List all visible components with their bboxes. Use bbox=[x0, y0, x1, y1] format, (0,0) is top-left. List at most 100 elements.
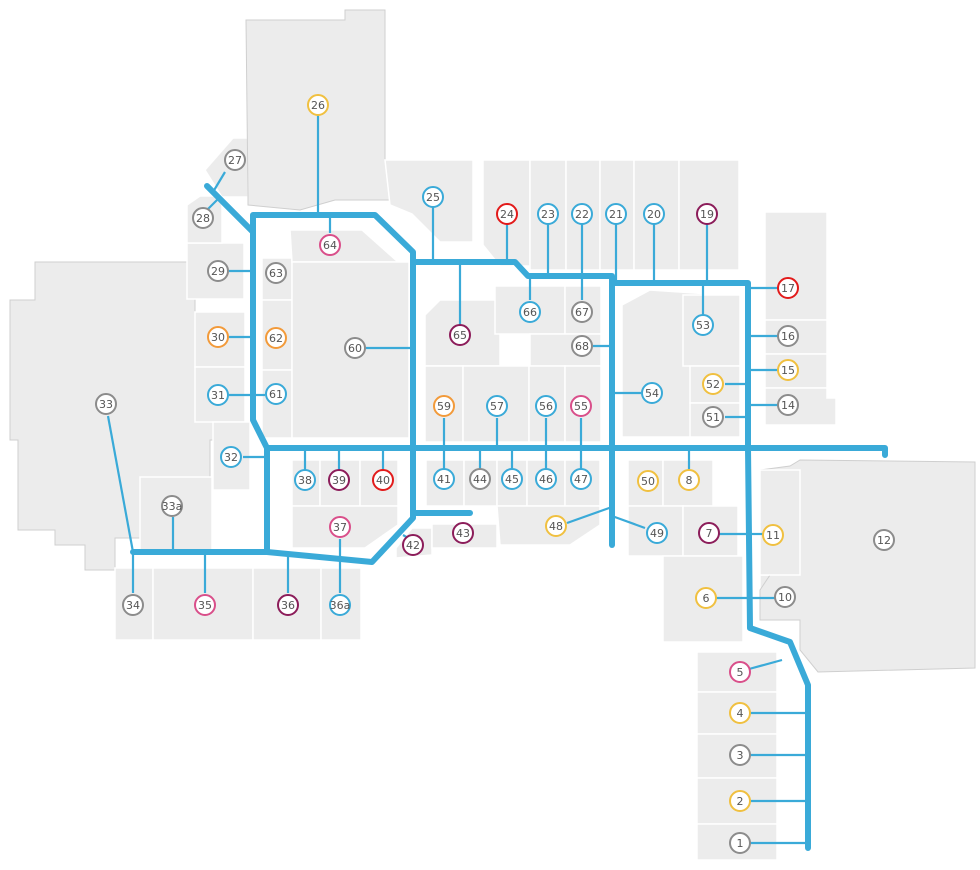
store-marker-28[interactable]: 28 bbox=[192, 207, 214, 229]
connector-48 bbox=[566, 505, 613, 525]
store-marker-33a[interactable]: 33a bbox=[161, 495, 183, 517]
store-marker-14[interactable]: 14 bbox=[777, 394, 799, 416]
store-number: 7 bbox=[706, 527, 713, 540]
store-number: 64 bbox=[323, 239, 337, 252]
store-marker-16[interactable]: 16 bbox=[777, 325, 799, 347]
store-marker-12[interactable]: 12 bbox=[873, 529, 895, 551]
store-unit-64 bbox=[289, 229, 400, 263]
store-marker-ring bbox=[696, 203, 718, 225]
store-marker-64[interactable]: 64 bbox=[319, 234, 341, 256]
store-marker-24[interactable]: 24 bbox=[496, 203, 518, 225]
store-marker-68[interactable]: 68 bbox=[571, 335, 593, 357]
store-marker-38[interactable]: 38 bbox=[294, 469, 316, 491]
store-marker-61[interactable]: 61 bbox=[265, 383, 287, 405]
store-unit-17 bbox=[764, 211, 828, 321]
store-marker-45[interactable]: 45 bbox=[501, 468, 523, 490]
store-marker-49[interactable]: 49 bbox=[646, 522, 668, 544]
store-marker-21[interactable]: 21 bbox=[605, 203, 627, 225]
store-marker-43[interactable]: 43 bbox=[452, 522, 474, 544]
store-marker-53[interactable]: 53 bbox=[692, 314, 714, 336]
store-marker-ring bbox=[207, 326, 229, 348]
walkway-south-west bbox=[130, 445, 416, 565]
store-marker-ring bbox=[777, 325, 799, 347]
store-marker-26[interactable]: 26 bbox=[307, 94, 329, 116]
store-marker-65[interactable]: 65 bbox=[449, 324, 471, 346]
store-marker-39[interactable]: 39 bbox=[328, 469, 350, 491]
store-marker-36[interactable]: 36 bbox=[277, 594, 299, 616]
store-number: 36a bbox=[330, 599, 351, 612]
store-marker-55[interactable]: 55 bbox=[570, 395, 592, 417]
store-marker-27[interactable]: 27 bbox=[224, 149, 246, 171]
store-marker-6[interactable]: 6 bbox=[695, 587, 717, 609]
store-marker-ring bbox=[372, 469, 394, 491]
store-marker-11[interactable]: 11 bbox=[762, 524, 784, 546]
store-marker-67[interactable]: 67 bbox=[571, 301, 593, 323]
store-marker-40[interactable]: 40 bbox=[372, 469, 394, 491]
store-marker-30[interactable]: 30 bbox=[207, 326, 229, 348]
store-marker-32[interactable]: 32 bbox=[220, 446, 242, 468]
store-marker-42[interactable]: 42 bbox=[402, 534, 424, 556]
store-marker-1[interactable]: 1 bbox=[729, 832, 751, 854]
store-marker-25[interactable]: 25 bbox=[422, 186, 444, 208]
store-marker-19[interactable]: 19 bbox=[696, 203, 718, 225]
store-marker-ring bbox=[729, 702, 751, 724]
walkway-east-south bbox=[745, 445, 811, 851]
store-marker-7[interactable]: 7 bbox=[698, 522, 720, 544]
store-marker-8[interactable]: 8 bbox=[678, 469, 700, 491]
store-marker-ring bbox=[501, 468, 523, 490]
store-marker-ring bbox=[122, 594, 144, 616]
store-marker-15[interactable]: 15 bbox=[777, 359, 799, 381]
walkway-north-central bbox=[410, 259, 615, 451]
store-marker-57[interactable]: 57 bbox=[486, 395, 508, 417]
store-marker-56[interactable]: 56 bbox=[535, 395, 557, 417]
store-marker-66[interactable]: 66 bbox=[519, 301, 541, 323]
store-marker-35[interactable]: 35 bbox=[194, 594, 216, 616]
store-number: 16 bbox=[781, 330, 795, 343]
store-marker-ring bbox=[486, 395, 508, 417]
store-marker-23[interactable]: 23 bbox=[537, 203, 559, 225]
store-number: 21 bbox=[609, 208, 623, 221]
store-marker-50[interactable]: 50 bbox=[637, 470, 659, 492]
store-marker-22[interactable]: 22 bbox=[571, 203, 593, 225]
store-marker-ring bbox=[729, 832, 751, 854]
store-marker-ring bbox=[422, 186, 444, 208]
store-marker-2[interactable]: 2 bbox=[729, 790, 751, 812]
store-marker-48[interactable]: 48 bbox=[545, 515, 567, 537]
store-marker-59[interactable]: 59 bbox=[433, 395, 455, 417]
store-marker-17[interactable]: 17 bbox=[777, 277, 799, 299]
store-marker-29[interactable]: 29 bbox=[207, 260, 229, 282]
store-marker-63[interactable]: 63 bbox=[265, 262, 287, 284]
store-marker-46[interactable]: 46 bbox=[535, 468, 557, 490]
store-marker-51[interactable]: 51 bbox=[702, 406, 724, 428]
store-marker-47[interactable]: 47 bbox=[570, 468, 592, 490]
store-marker-ring bbox=[695, 587, 717, 609]
store-marker-4[interactable]: 4 bbox=[729, 702, 751, 724]
store-marker-ring bbox=[571, 335, 593, 357]
store-number: 22 bbox=[575, 208, 589, 221]
store-marker-20[interactable]: 20 bbox=[643, 203, 665, 225]
store-marker-5[interactable]: 5 bbox=[729, 661, 751, 683]
store-marker-44[interactable]: 44 bbox=[469, 468, 491, 490]
store-number: 4 bbox=[737, 707, 744, 720]
store-number: 5 bbox=[737, 666, 744, 679]
store-marker-34[interactable]: 34 bbox=[122, 594, 144, 616]
store-marker-ring bbox=[328, 469, 350, 491]
store-marker-62[interactable]: 62 bbox=[265, 327, 287, 349]
store-marker-31[interactable]: 31 bbox=[207, 384, 229, 406]
store-number: 30 bbox=[211, 331, 225, 344]
store-marker-52[interactable]: 52 bbox=[702, 373, 724, 395]
store-marker-ring bbox=[433, 468, 455, 490]
store-marker-33[interactable]: 33 bbox=[95, 393, 117, 415]
store-marker-60[interactable]: 60 bbox=[344, 337, 366, 359]
store-marker-ring bbox=[207, 384, 229, 406]
store-marker-37[interactable]: 37 bbox=[329, 516, 351, 538]
store-marker-54[interactable]: 54 bbox=[641, 382, 663, 404]
store-marker-36a[interactable]: 36a bbox=[329, 594, 351, 616]
store-marker-ring bbox=[469, 468, 491, 490]
store-marker-10[interactable]: 10 bbox=[774, 586, 796, 608]
store-number: 62 bbox=[269, 332, 283, 345]
store-number: 52 bbox=[706, 378, 720, 391]
store-number: 41 bbox=[437, 473, 451, 486]
store-marker-3[interactable]: 3 bbox=[729, 744, 751, 766]
store-marker-41[interactable]: 41 bbox=[433, 468, 455, 490]
